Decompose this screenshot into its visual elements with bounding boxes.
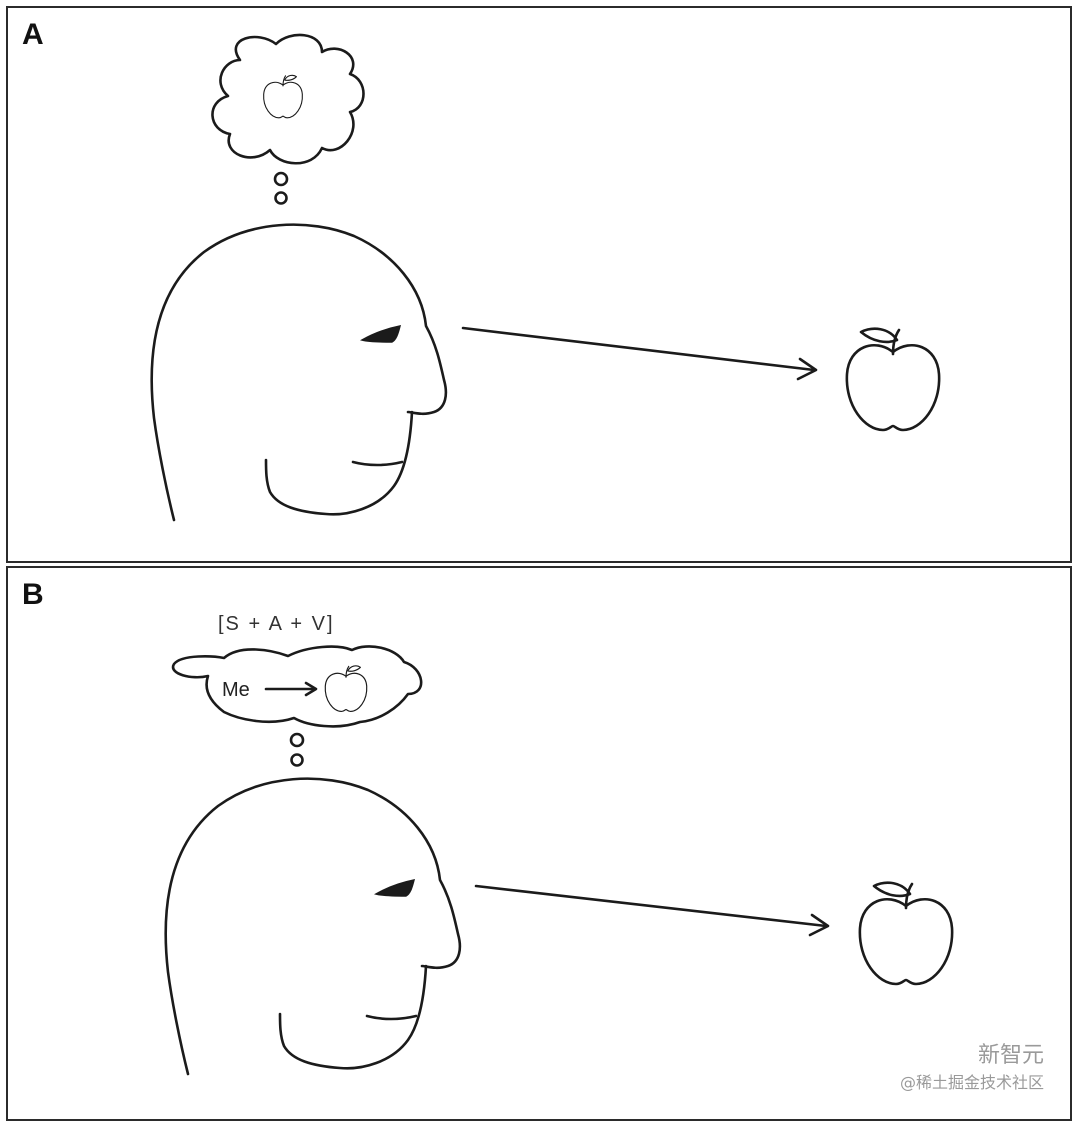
head-outline-a xyxy=(150,223,448,522)
arrow-head-a xyxy=(796,357,818,381)
watermark: 新智元 @稀土掘金技术社区 xyxy=(900,1037,1044,1093)
panel-a-illustration xyxy=(150,33,941,522)
watermark-brand: 新智元 xyxy=(977,1043,1044,1068)
thought-bubble-small-a xyxy=(274,191,288,205)
thought-bubble-small-b xyxy=(290,753,304,767)
head-outline-b xyxy=(164,777,462,1076)
thought-cloud-a xyxy=(211,33,365,165)
eye-b xyxy=(374,879,416,897)
thought-cloud-b xyxy=(171,645,423,728)
formula-text: [S + A + V] xyxy=(218,613,335,635)
apple-in-thought-a xyxy=(263,74,303,119)
gaze-arrow-b xyxy=(474,884,828,928)
panel-a: A xyxy=(6,6,1072,563)
arrow-head-b xyxy=(808,913,830,937)
thought-bubble-large-b xyxy=(289,732,305,748)
mouth-line-a xyxy=(351,460,404,467)
panel-b-illustration: [S + A + V] Me xyxy=(164,613,954,1076)
chin-line-a xyxy=(264,410,414,516)
thought-bubble-large-a xyxy=(273,171,289,187)
apple-object-a xyxy=(845,327,941,432)
panel-b: B [S + A + V] Me 新智元 @稀土掘金技术社区 xyxy=(6,566,1072,1121)
panel-label-b: B xyxy=(22,578,44,611)
panel-label-a: A xyxy=(22,18,44,51)
mouth-line-b xyxy=(365,1014,418,1021)
apple-in-thought-b xyxy=(324,665,368,712)
chin-line-b xyxy=(278,964,428,1070)
gaze-arrow-a xyxy=(461,326,816,372)
eye-a xyxy=(360,325,402,343)
apple-object-b xyxy=(858,881,954,986)
me-arrow-head xyxy=(304,681,318,697)
me-label: Me xyxy=(222,679,250,701)
watermark-community: @稀土掘金技术社区 xyxy=(899,1073,1044,1092)
